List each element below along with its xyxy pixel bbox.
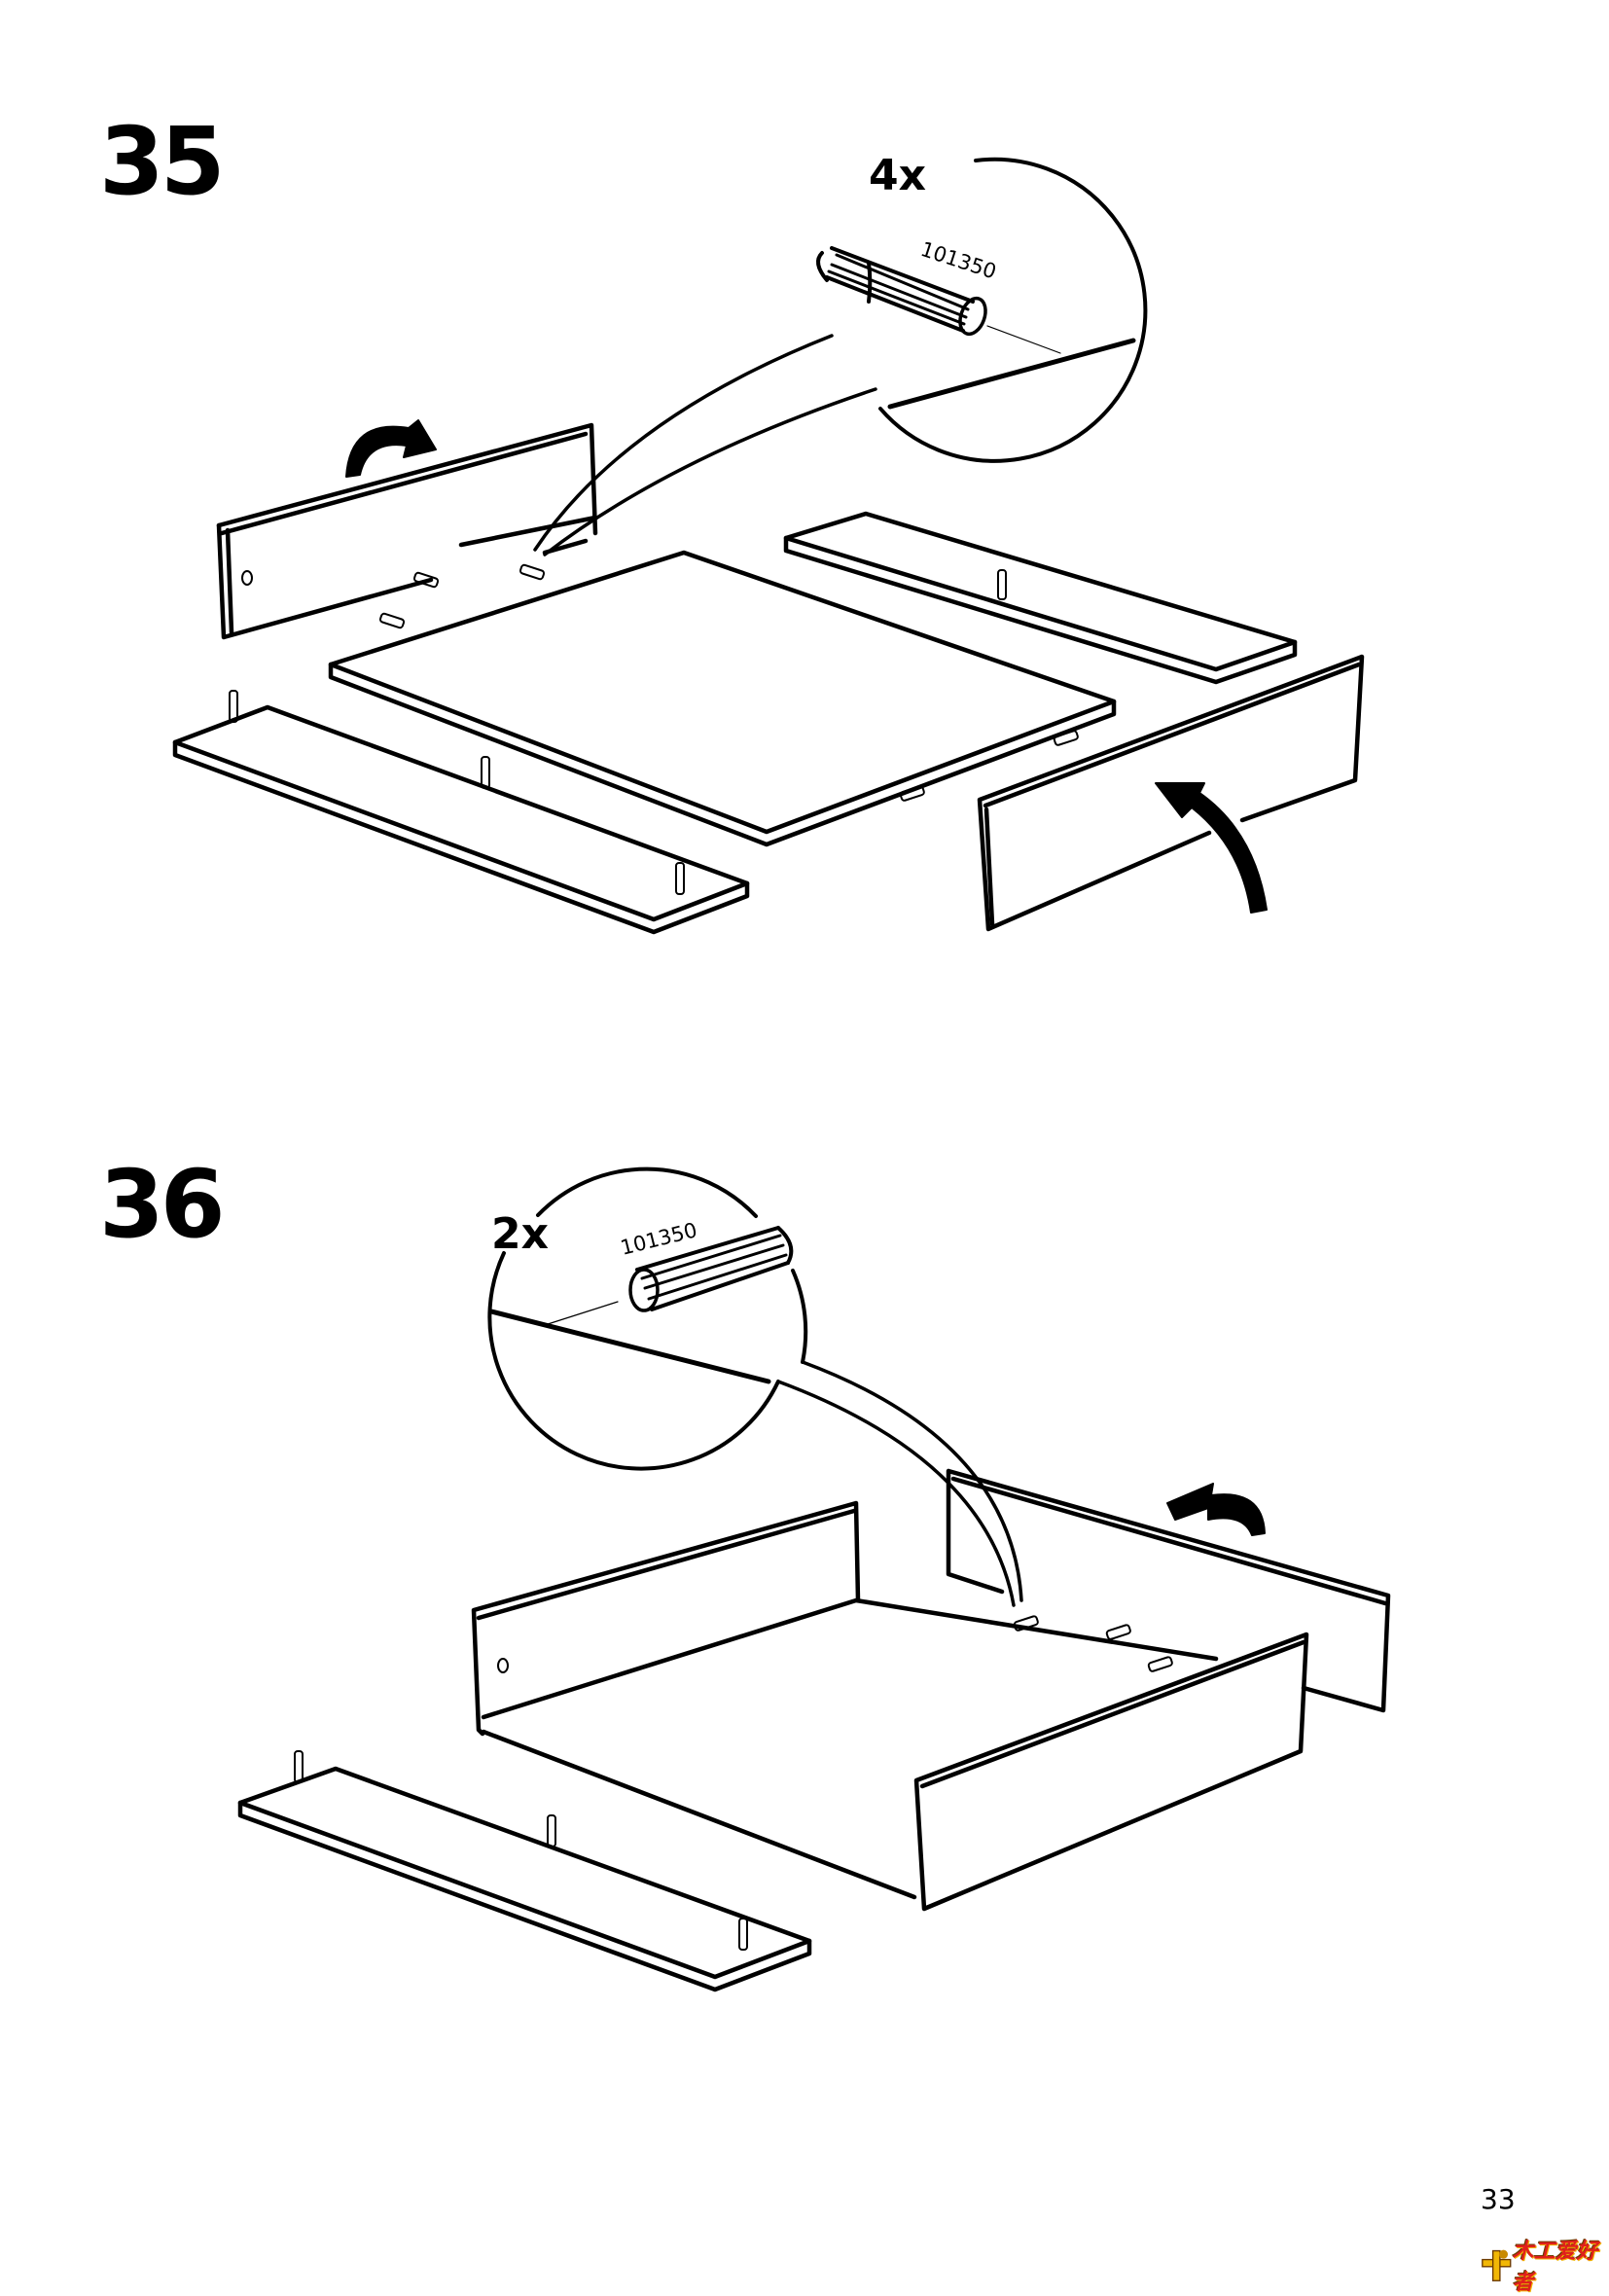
wooden-dowel-icon	[816, 246, 987, 337]
back-panel	[216, 422, 598, 640]
step-35-number: 35	[99, 107, 226, 216]
dowels-back	[378, 563, 546, 629]
left-side-rail	[172, 690, 750, 935]
side-rail	[237, 1750, 812, 1992]
step-36-quantity: 2x	[491, 1209, 549, 1259]
step-35-part-code: 101350	[917, 237, 999, 284]
step-36-illustration: 2x 101350	[237, 1166, 1391, 1992]
woodworker-logo-icon	[1482, 2249, 1512, 2281]
curved-arrow-raise-front-panel-icon	[1155, 782, 1268, 914]
drawer-bottom-board	[328, 550, 1117, 847]
curved-arrow-rotate-back-panel-icon	[345, 419, 437, 478]
step-36-number: 36	[99, 1150, 226, 1259]
partially-assembled-drawer	[471, 1500, 1309, 1912]
wooden-dowel-icon	[628, 1226, 794, 1312]
step-35-illustration: 4x 101350	[172, 151, 1365, 935]
watermark-text: 木工爱好者	[1512, 2240, 1598, 2295]
dowels-front	[899, 730, 1079, 802]
watermark-logo: 木工爱好者	[1481, 2234, 1609, 2296]
front-panel	[977, 654, 1365, 932]
step-35-quantity: 4x	[869, 151, 926, 200]
step-35-callout-magnifier: 4x 101350	[533, 151, 1148, 556]
dowels	[1013, 1615, 1173, 1672]
back-panel	[946, 1468, 1391, 1713]
curved-arrow-rotate-back-panel-icon	[1166, 1483, 1266, 1536]
right-side-rail	[783, 511, 1298, 685]
page-number: 33	[1481, 2183, 1516, 2215]
